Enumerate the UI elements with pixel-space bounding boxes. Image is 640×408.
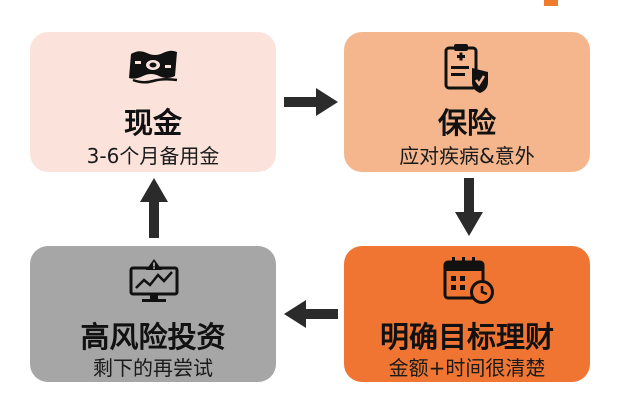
risk-chart-monitor-icon: [129, 259, 179, 302]
cash-subtitle: 3-6个月备用金: [86, 144, 220, 168]
investment-card: 高风险投资 剩下的再尝试: [30, 246, 276, 382]
insurance-card: 保险 应对疾病&意外: [344, 32, 590, 172]
medical-clipboard-shield-icon: [444, 44, 488, 93]
insurance-subtitle: 应对疾病&意外: [399, 144, 535, 168]
goals-title: 明确目标理财: [379, 320, 554, 354]
corner-decoration: [544, 0, 558, 6]
investment-subtitle: 剩下的再尝试: [93, 356, 213, 380]
cash-card: 现金 3-6个月备用金: [30, 32, 276, 172]
cash-title: 现金: [123, 106, 182, 140]
arrow-right: [284, 88, 338, 116]
money-icon: [129, 50, 178, 84]
calendar-clock-icon: [443, 257, 494, 304]
investment-title: 高风险投资: [80, 320, 226, 354]
arrow-up: [140, 178, 168, 238]
arrow-left: [284, 300, 338, 328]
goals-subtitle: 金额+时间很清楚: [388, 356, 546, 380]
insurance-title: 保险: [437, 106, 496, 140]
arrow-down: [455, 178, 483, 236]
goals-card: 明确目标理财 金额+时间很清楚: [344, 246, 590, 382]
